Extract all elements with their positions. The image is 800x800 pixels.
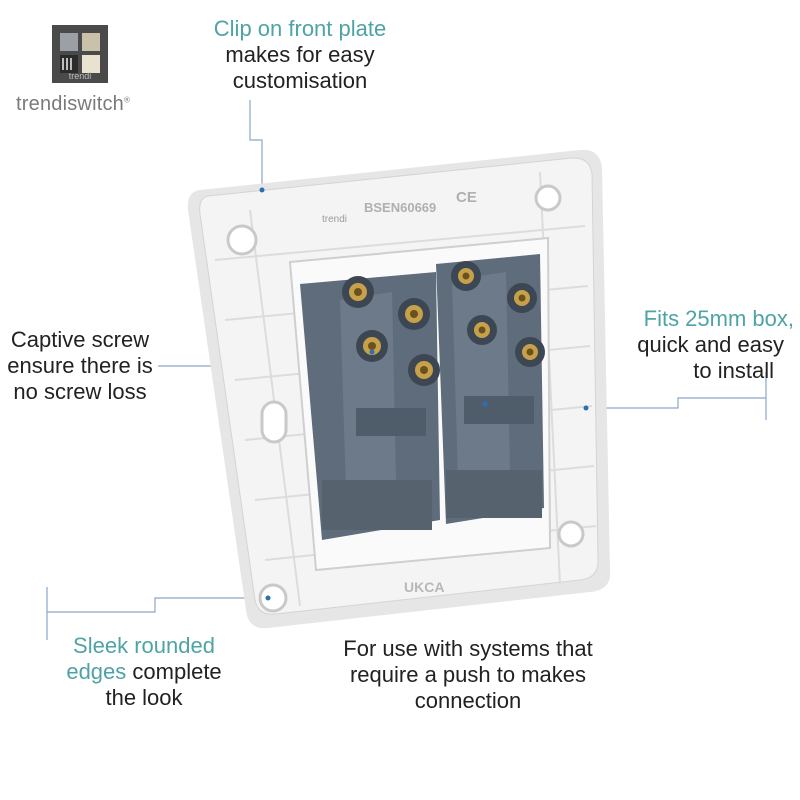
callout-push-line: connection: [414, 688, 522, 713]
callout-fits-line: quick and easy: [637, 332, 784, 357]
callout-captive-line: ensure there is: [7, 353, 153, 378]
terminal-screws: [342, 261, 545, 386]
callout-sleek-accent: Sleek rounded: [73, 633, 215, 658]
plate-logo-marking: trendi: [322, 214, 347, 225]
trademark-symbol: ®: [124, 95, 131, 105]
brand-wordmark: trendiswitch®: [16, 93, 130, 116]
callout-sleek-line: the look: [105, 685, 183, 710]
callout-sleek-inline: complete: [126, 659, 222, 684]
screw-icon: [356, 330, 388, 362]
callout-captive-line: no screw loss: [13, 379, 147, 404]
screw-icon: [515, 337, 545, 367]
callout-push-connection: For use with systems that require a push…: [318, 636, 618, 714]
callout-fits-box: Fits 25mm box, quick and easy to install: [614, 306, 794, 384]
callout-clip-line: customisation: [232, 68, 368, 93]
trendi-logo-icon: trendi: [52, 25, 108, 83]
screw-icon: [408, 354, 440, 386]
screw-icon: [467, 315, 497, 345]
wordmark-text: trendiswitch: [16, 93, 124, 115]
callout-clip-accent: Clip on front plate: [213, 16, 387, 41]
ce-marking: CE: [456, 189, 477, 206]
callout-fits-line: to install: [693, 358, 774, 383]
callout-captive-line: Captive screw: [10, 327, 150, 352]
screw-icon: [507, 283, 537, 313]
callout-sleek-line2: edges complete: [56, 659, 232, 685]
screw-icon: [342, 276, 374, 308]
logo-box-text: trendi: [68, 71, 92, 81]
standard-marking: BSEN60669: [364, 200, 436, 215]
callout-push-line: For use with systems that: [343, 636, 593, 661]
callout-sleek-accent-edges: edges: [66, 659, 127, 684]
switch-module-left: [300, 272, 440, 540]
screw-icon: [398, 298, 430, 330]
callout-clip-front-plate: Clip on front plate makes for easy custo…: [188, 16, 412, 94]
ukca-marking: UKCA: [404, 579, 444, 595]
callout-push-line: require a push to makes: [349, 662, 587, 687]
screw-icon: [451, 261, 481, 291]
switch-module-right: [436, 254, 544, 524]
callout-clip-line: makes for easy: [225, 42, 375, 67]
callout-captive-screw: Captive screw ensure there is no screw l…: [0, 327, 160, 405]
callout-fits-accent: Fits 25mm box,: [643, 306, 794, 331]
callout-sleek-edges: Sleek rounded edges complete the look: [56, 633, 232, 711]
callout-markers: [259, 187, 589, 601]
